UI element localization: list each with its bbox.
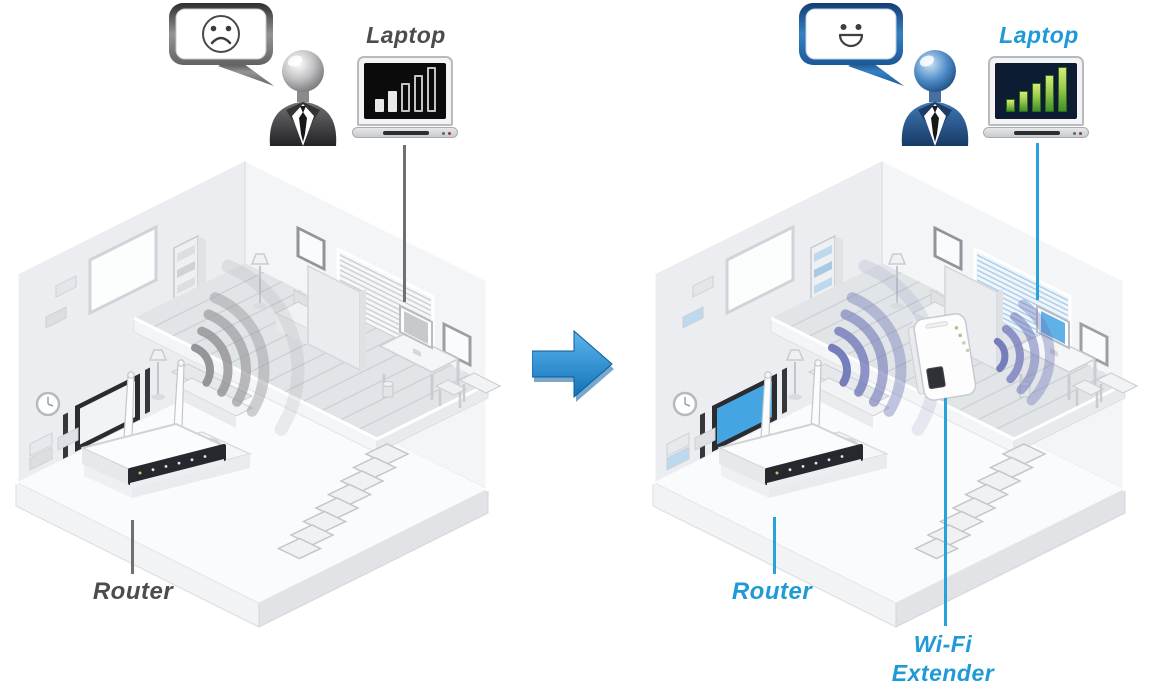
signal-bar bbox=[1005, 99, 1015, 112]
sad-speech-bubble-icon bbox=[169, 3, 274, 86]
signal-bar bbox=[1031, 83, 1041, 112]
house-illustration-before bbox=[8, 148, 508, 640]
happy-person-icon bbox=[901, 50, 969, 146]
signal-bars bbox=[995, 63, 1077, 119]
house-illustration-after bbox=[645, 148, 1145, 640]
signal-bar bbox=[400, 83, 410, 112]
signal-bar bbox=[374, 99, 384, 112]
laptop-base bbox=[352, 127, 458, 138]
extender-connector-line bbox=[944, 398, 947, 626]
signal-bar bbox=[426, 67, 436, 112]
laptop-screen-frame bbox=[988, 56, 1084, 126]
laptop-icon bbox=[983, 56, 1089, 138]
laptop-connector-line bbox=[403, 145, 406, 302]
laptop-icon bbox=[352, 56, 458, 138]
laptop-screen-frame bbox=[357, 56, 453, 126]
signal-bar bbox=[413, 75, 423, 112]
router-connector-line bbox=[773, 517, 776, 574]
happy-speech-bubble-icon bbox=[799, 3, 904, 86]
unhappy-person-icon bbox=[269, 50, 337, 146]
laptop-connector-line bbox=[1036, 143, 1039, 300]
laptop-label: Laptop bbox=[366, 22, 446, 48]
signal-bar bbox=[387, 91, 397, 112]
signal-bar bbox=[1057, 67, 1067, 112]
router-label: Router bbox=[731, 578, 813, 605]
router-connector-line bbox=[131, 520, 134, 574]
signal-bars bbox=[364, 63, 446, 119]
extender-label: Wi-Fi Extender bbox=[891, 631, 995, 686]
signal-bar bbox=[1018, 91, 1028, 112]
laptop-label: Laptop bbox=[999, 22, 1079, 48]
router-label: Router bbox=[92, 578, 174, 605]
laptop-base bbox=[983, 127, 1089, 138]
signal-bar bbox=[1044, 75, 1054, 112]
transition-arrow-icon bbox=[532, 329, 614, 402]
